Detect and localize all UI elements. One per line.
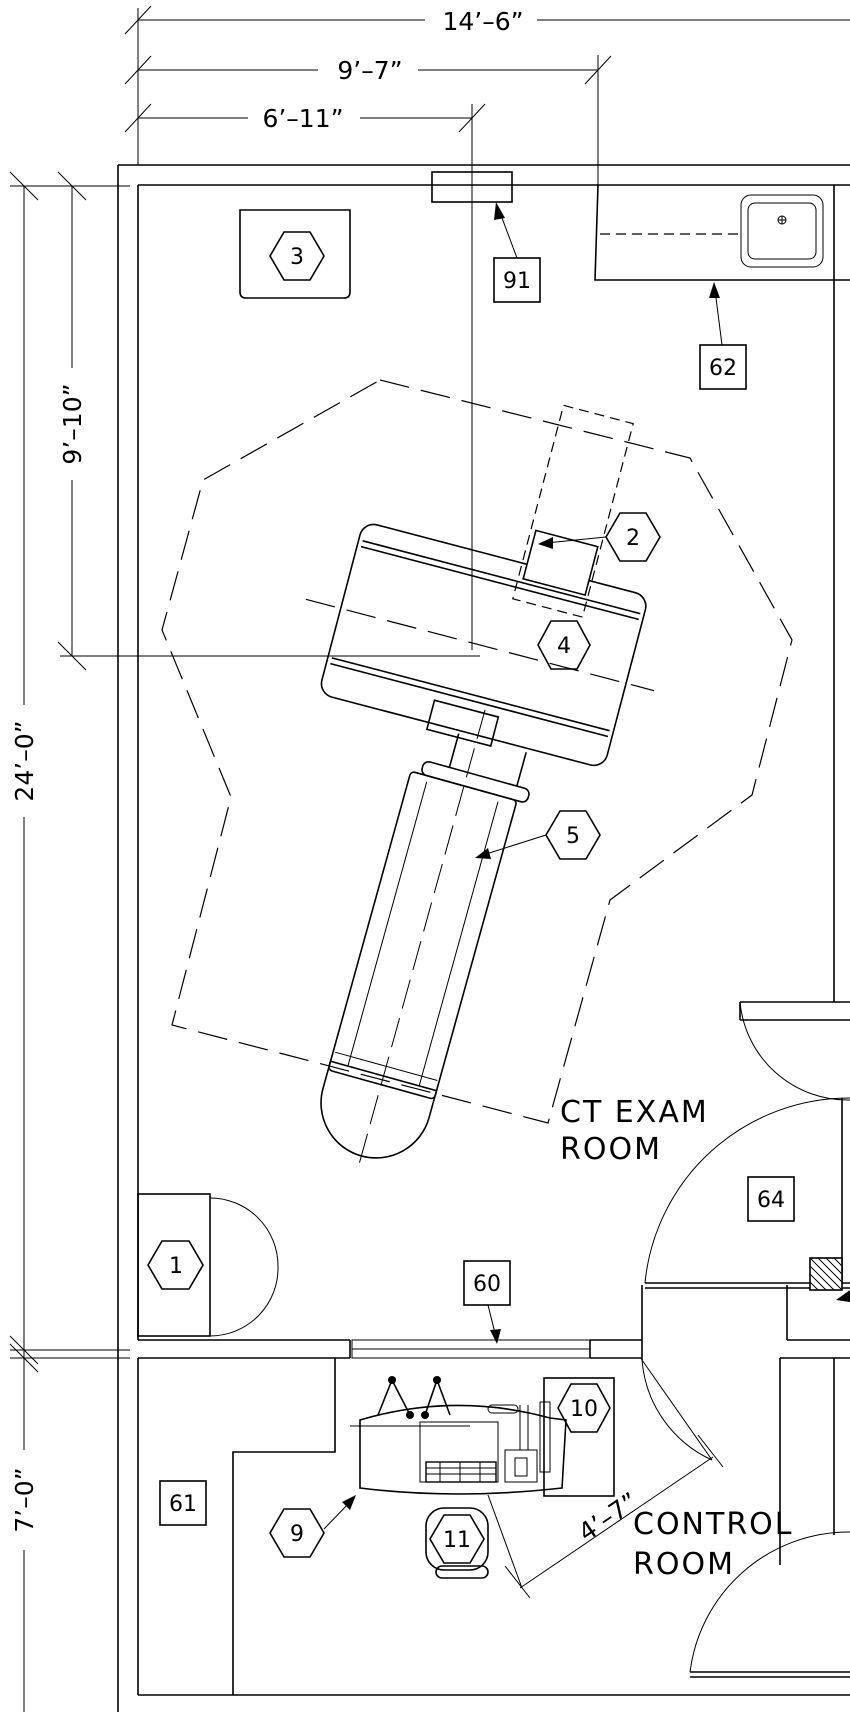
tag-box-62: 62 [699,344,747,390]
tag-hex-4: 4 [537,620,591,670]
cabinet-3 [239,209,351,299]
svg-text:10: 10 [570,1397,598,1422]
control-room-counter [232,1358,336,1695]
tag-hex-3: 3 [269,231,325,281]
tag-hex-1: 1 [147,1240,204,1290]
leader-arrows [323,202,723,1530]
wall-mounted-unit [431,171,513,203]
exam-room-label: CT EXAM ROOM [560,1095,709,1167]
svg-text:60: 60 [473,1272,501,1297]
control-window [351,1339,591,1359]
control-room-door[interactable] [641,1359,713,1461]
svg-text:2: 2 [626,526,640,551]
control-console [350,1376,615,1497]
sink-counter [594,184,850,281]
dim-total-height-label: 24’–0” [10,720,39,801]
svg-text:CONTROL: CONTROL [633,1507,794,1542]
dimension-width-to-iso: 6’–11” [124,103,486,650]
svg-text:61: 61 [169,1492,197,1517]
svg-text:4: 4 [557,634,571,659]
walls [117,164,850,1712]
tag-box-91: 91 [493,257,541,303]
dimension-height-to-iso: 9’–10” [56,171,480,671]
dimension-control-room-height: 7’–0” [8,1343,130,1712]
dim-width-to-iso-label: 6’–11” [262,104,343,133]
patient-table [320,709,530,1163]
tag-hex-10: 10 [557,1383,611,1433]
scanner-clearance-zone [161,379,793,1124]
control-room-label: CONTROL ROOM [633,1507,794,1582]
ct-gantry [305,404,655,767]
equipment-cabinet-door[interactable] [209,1197,279,1337]
svg-text:9: 9 [290,1522,304,1547]
dimension-total-height: 24’–0” [8,171,130,1365]
svg-text:3: 3 [290,245,304,270]
svg-text:1: 1 [169,1254,183,1279]
equipment-cabinet-1 [137,1193,211,1337]
dimension-total-width: 14’–6” [124,5,850,165]
dimension-width-to-sink-wall: 9’–7” [124,55,612,190]
tag-hex-11: 11 [429,1514,485,1564]
svg-text:64: 64 [757,1188,785,1213]
operator-chair [425,1494,523,1589]
svg-text:91: 91 [503,269,531,294]
svg-text:CT EXAM: CT EXAM [560,1095,709,1130]
tag-box-61: 61 [159,1480,207,1526]
dim-control-height-label: 7’–0” [10,1467,39,1532]
svg-text:11: 11 [443,1528,471,1553]
svg-text:5: 5 [566,824,580,849]
dim-width-to-sink-label: 9’–7” [337,56,402,85]
svg-text:62: 62 [709,356,737,381]
control-room-exit-door[interactable] [689,1531,850,1678]
dim-height-to-iso-label: 9’–10” [58,383,87,464]
door-closer-block [809,1257,850,1302]
svg-text:ROOM: ROOM [633,1547,735,1582]
svg-text:ROOM: ROOM [560,1132,662,1167]
upper-swing-door[interactable] [739,1001,850,1101]
dim-total-width-label: 14’–6” [442,7,523,36]
tag-hex-2: 2 [605,512,661,562]
tag-box-64: 64 [747,1176,795,1222]
tag-box-60: 60 [463,1260,511,1306]
tag-hex-5: 5 [545,810,601,860]
tag-hex-9: 9 [269,1508,325,1558]
